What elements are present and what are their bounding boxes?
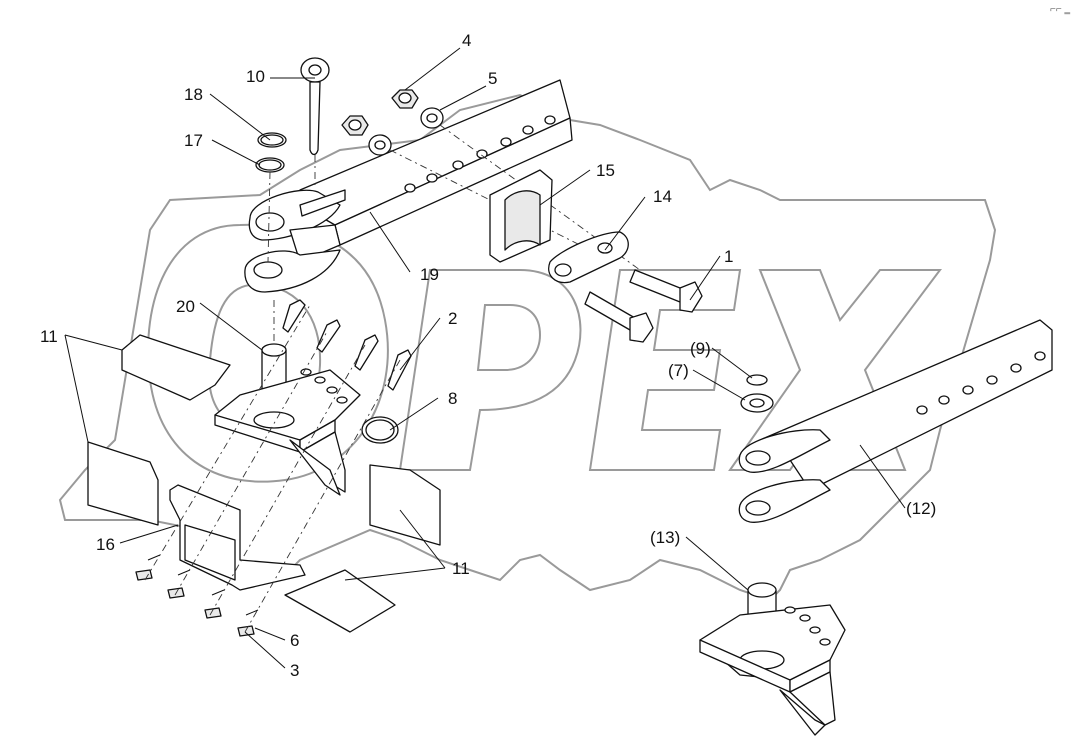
clamp-14 [548, 231, 629, 284]
label-5: 5 [488, 69, 497, 88]
drawbar-12 [738, 319, 1053, 523]
label-14: 14 [653, 187, 672, 206]
label-1: 1 [724, 247, 733, 266]
label-12: (12) [906, 499, 936, 518]
leader-lines [64, 47, 906, 669]
watermark-letter-p [398, 269, 582, 471]
lynch-pin-10 [300, 57, 330, 185]
swivel-pin-13 [699, 582, 846, 736]
label-18: 18 [184, 85, 203, 104]
ring-8 [361, 416, 399, 444]
callout-labels: 4 10 5 18 17 15 14 1 19 20 11 2 (9) (7) … [40, 31, 936, 680]
label-10: 10 [246, 67, 265, 86]
washer-7-ring-9 [740, 374, 774, 413]
label-16: 16 [96, 535, 115, 554]
bolts-2 [282, 299, 412, 391]
label-4: 4 [462, 31, 471, 50]
label-11-left: 11 [40, 327, 58, 346]
label-17: 17 [184, 131, 203, 150]
bolts-1 [584, 269, 703, 343]
label-2: 2 [448, 309, 457, 328]
label-7: (7) [668, 361, 689, 380]
label-20: 20 [176, 297, 195, 316]
assembly-lines [144, 304, 401, 633]
label-11-right: 11 [452, 559, 470, 578]
label-3: 3 [290, 661, 299, 680]
clamp-block-15 [489, 169, 553, 263]
label-19: 19 [420, 265, 439, 284]
label-6: 6 [290, 631, 299, 650]
retaining-rings [255, 132, 287, 263]
wear-pads-11 [87, 334, 441, 633]
label-8: 8 [448, 389, 457, 408]
label-15: 15 [596, 161, 615, 180]
corner-mark: ⌐⌐ ‗ [1050, 4, 1070, 15]
label-9: (9) [690, 339, 711, 358]
bracket-16 [169, 484, 306, 591]
watermark-letter-e [588, 269, 742, 471]
label-13: (13) [650, 528, 680, 547]
base-plate [214, 368, 361, 496]
